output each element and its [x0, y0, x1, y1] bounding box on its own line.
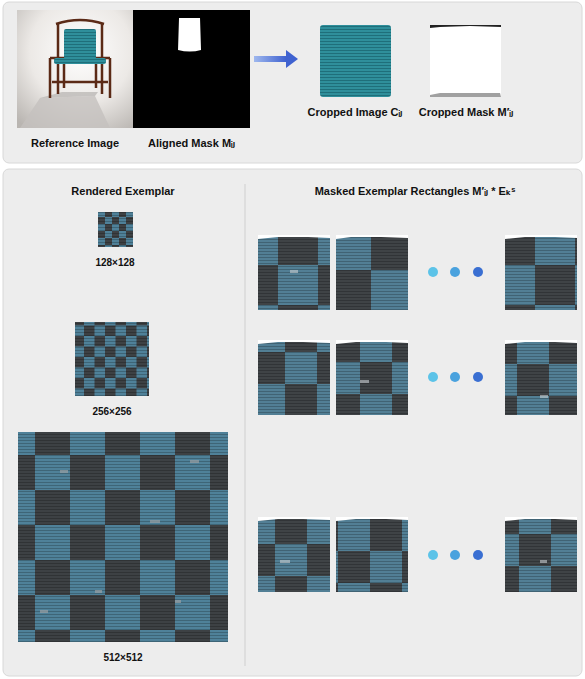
section-heading: Masked Exemplar Rectangles M′ᵢⱼ * Eₖˢ	[250, 184, 580, 198]
image-node: 128×128	[75, 212, 155, 270]
section-heading: Rendered Exemplar	[18, 184, 228, 198]
image-node: Cropped Image Cᵢⱼ	[300, 25, 410, 120]
image-caption: Cropped Image Cᵢⱼ	[307, 105, 402, 119]
image-node: 512×512	[18, 432, 228, 665]
image-node: Aligned Mask Mᵢⱼ	[133, 10, 250, 151]
image-node: 256×256	[72, 322, 152, 419]
image-caption: 128×128	[95, 256, 134, 270]
image-caption: Reference Image	[31, 136, 119, 150]
image-node: Cropped Mask M′ᵢⱼ	[412, 25, 520, 120]
image-caption: Aligned Mask Mᵢⱼ	[148, 136, 235, 150]
image-node: Reference Image	[17, 10, 133, 151]
flow-arrow	[254, 50, 298, 68]
image-caption: 512×512	[103, 651, 142, 665]
arrow-head	[286, 50, 298, 68]
arrow-shaft	[254, 56, 286, 62]
image-caption: 256×256	[92, 405, 131, 419]
image-caption: Cropped Mask M′ᵢⱼ	[419, 105, 514, 119]
